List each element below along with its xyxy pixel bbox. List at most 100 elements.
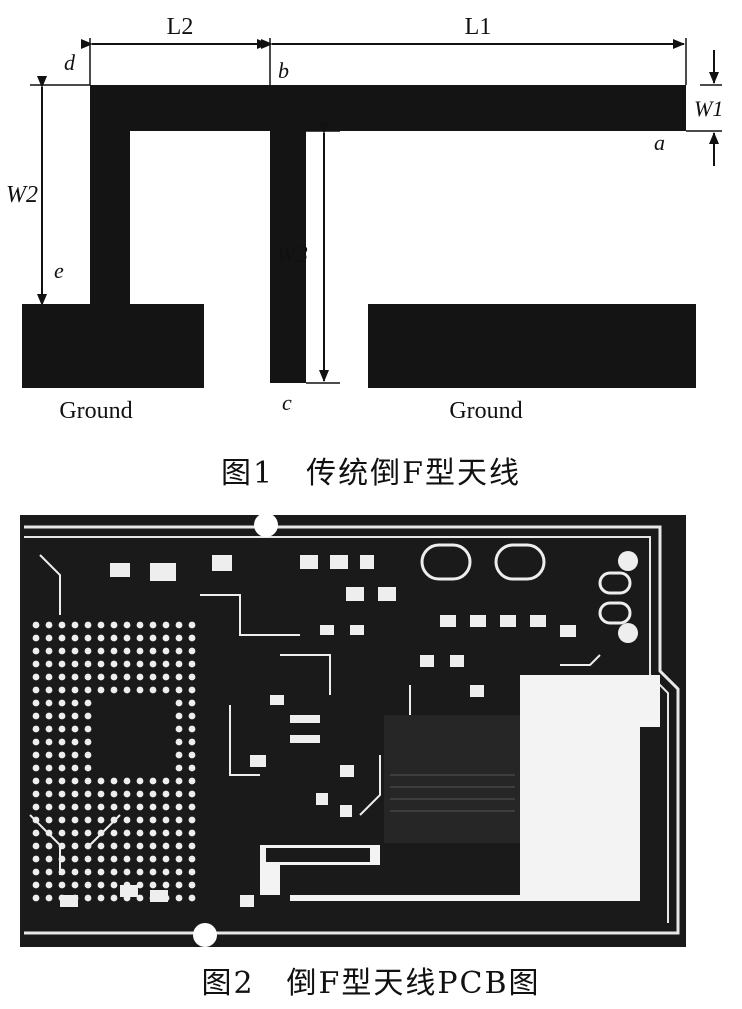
pcb-via <box>188 816 196 824</box>
pcb-via <box>97 816 105 824</box>
pcb-via <box>175 777 183 785</box>
pcb-via <box>136 855 144 863</box>
pcb-via <box>71 725 79 733</box>
pcb-via <box>175 712 183 720</box>
pcb-via <box>32 647 40 655</box>
pcb-via <box>162 621 170 629</box>
pcb-via <box>58 673 66 681</box>
pcb-via <box>58 686 66 694</box>
pcb-via <box>188 647 196 655</box>
pcb-via <box>58 803 66 811</box>
pcb-via <box>188 634 196 642</box>
pcb-via <box>58 660 66 668</box>
pcb-via <box>175 816 183 824</box>
pcb-via <box>149 816 157 824</box>
pcb-via <box>110 660 118 668</box>
pcb-via <box>45 751 53 759</box>
pcb-via <box>175 725 183 733</box>
pcb-via <box>71 764 79 772</box>
pcb-via <box>136 621 144 629</box>
pcb-via <box>149 647 157 655</box>
shorting-stub <box>90 85 130 307</box>
pcb-via <box>188 894 196 902</box>
pcb-via <box>136 647 144 655</box>
pcb-via <box>45 686 53 694</box>
pcb-via <box>175 803 183 811</box>
pcb-via <box>58 764 66 772</box>
pcb-via <box>45 673 53 681</box>
pcb-via <box>149 660 157 668</box>
pcb-via <box>32 660 40 668</box>
pcb-via <box>162 842 170 850</box>
pcb-via <box>45 660 53 668</box>
pcb-via <box>188 868 196 876</box>
inverted-f-antenna-diagram: L2 L1 d b W1 a W2 e W3 c Ground Ground <box>6 14 723 424</box>
label-c: c <box>282 390 292 415</box>
pcb-via <box>123 686 131 694</box>
pcb-via <box>84 673 92 681</box>
pcb-via <box>162 790 170 798</box>
pcb-via <box>149 829 157 837</box>
pcb-via <box>162 816 170 824</box>
feed-line <box>270 85 306 383</box>
pcb-via <box>162 647 170 655</box>
pcb-via <box>175 881 183 889</box>
pcb-via <box>32 829 40 837</box>
pcb-via <box>110 790 118 798</box>
pcb-via <box>32 881 40 889</box>
label-w2: W2 <box>6 182 38 208</box>
pcb-via <box>32 842 40 850</box>
pcb-via <box>123 881 131 889</box>
pcb-via <box>45 647 53 655</box>
pcb-via <box>58 725 66 733</box>
pcb-via <box>45 712 53 720</box>
pcb-via <box>71 829 79 837</box>
pcb-via <box>149 868 157 876</box>
pcb-via <box>32 725 40 733</box>
pcb-via <box>123 777 131 785</box>
pcb-via <box>175 686 183 694</box>
pcb-via <box>84 634 92 642</box>
pcb-via <box>71 673 79 681</box>
pcb-via <box>32 673 40 681</box>
pcb-via <box>162 686 170 694</box>
pcb-via <box>84 829 92 837</box>
pcb-via <box>32 868 40 876</box>
pcb-via <box>84 712 92 720</box>
pcb-via <box>188 660 196 668</box>
pcb-via <box>162 777 170 785</box>
pcb-via <box>84 686 92 694</box>
pcb-via <box>32 790 40 798</box>
pcb-via <box>58 829 66 837</box>
figure-1-caption: 图1 传统倒F型天线 <box>221 456 521 491</box>
pcb-via <box>84 816 92 824</box>
pcb-via <box>71 842 79 850</box>
pcb-via <box>123 634 131 642</box>
pcb-via <box>97 855 105 863</box>
pcb-via <box>123 868 131 876</box>
pcb-via <box>188 803 196 811</box>
label-l1: L1 <box>465 14 492 40</box>
pcb-via <box>32 712 40 720</box>
pcb-via <box>175 738 183 746</box>
pcb-via <box>188 751 196 759</box>
pcb-via <box>136 829 144 837</box>
pcb-via <box>97 647 105 655</box>
pcb-via <box>162 673 170 681</box>
label-w1: W1 <box>694 96 723 121</box>
pcb-via <box>175 764 183 772</box>
pcb-via <box>71 686 79 694</box>
pcb-via <box>149 855 157 863</box>
pcb-via <box>32 634 40 642</box>
pcb-via <box>58 751 66 759</box>
pcb-via <box>110 686 118 694</box>
pcb-via <box>188 777 196 785</box>
pcb-via <box>175 751 183 759</box>
pcb-via <box>45 881 53 889</box>
label-ground-left: Ground <box>59 398 132 424</box>
pcb-via <box>149 790 157 798</box>
pcb-via <box>71 894 79 902</box>
pcb-via <box>149 634 157 642</box>
pcb-via <box>123 647 131 655</box>
pcb-via <box>123 660 131 668</box>
